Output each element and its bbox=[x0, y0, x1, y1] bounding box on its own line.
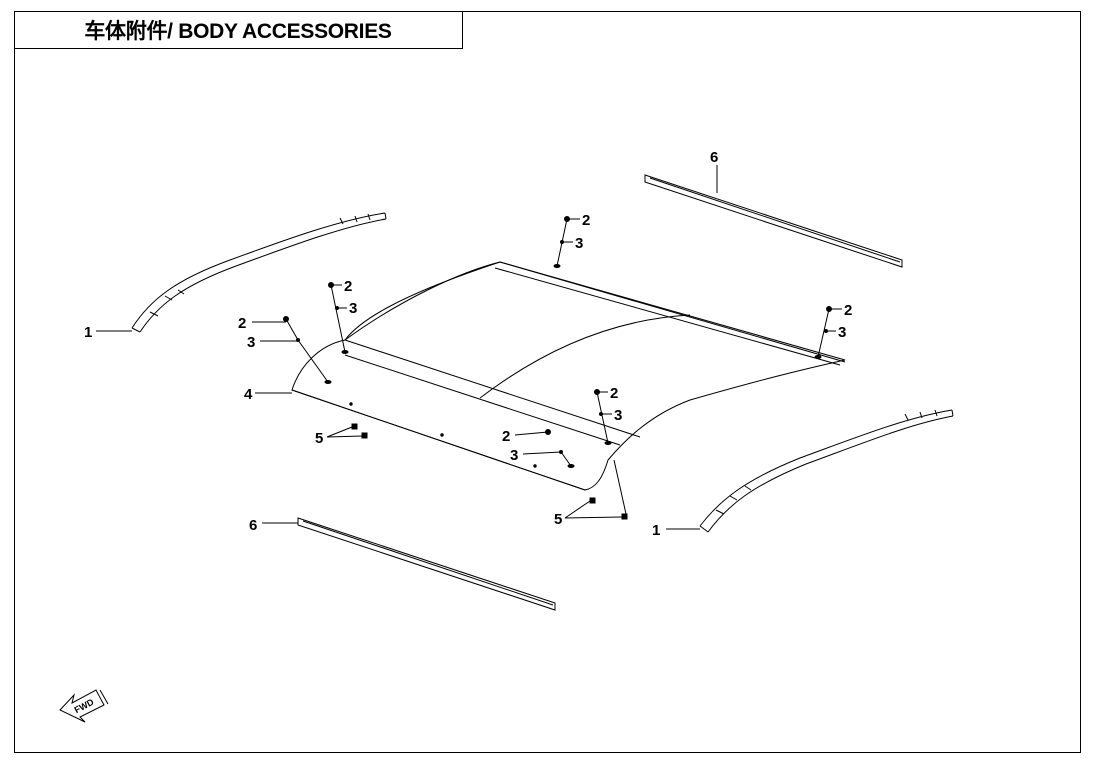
page-title: 车体附件/ BODY ACCESSORIES bbox=[84, 19, 392, 43]
roof-rail-left bbox=[131, 212, 387, 333]
callout-3: 3 bbox=[510, 447, 518, 464]
callout-3: 3 bbox=[838, 324, 846, 341]
leader-lines bbox=[96, 165, 842, 530]
callout-2: 2 bbox=[582, 212, 590, 229]
callout-3: 3 bbox=[575, 235, 583, 252]
callout-2: 2 bbox=[344, 278, 352, 295]
callout-1-left: 1 bbox=[84, 324, 92, 341]
callout-2: 2 bbox=[844, 302, 852, 319]
drawing-frame bbox=[14, 11, 1081, 753]
callout-2: 2 bbox=[238, 315, 246, 332]
callout-3: 3 bbox=[614, 407, 622, 424]
callout-3: 3 bbox=[247, 334, 255, 351]
callout-2: 2 bbox=[610, 385, 618, 402]
roof-rail-right bbox=[699, 409, 954, 533]
callout-5: 5 bbox=[554, 511, 562, 528]
trim-strip-lower bbox=[297, 517, 556, 611]
title-box: 车体附件/ BODY ACCESSORIES bbox=[14, 11, 463, 49]
callout-5: 5 bbox=[315, 430, 323, 447]
callout-2: 2 bbox=[502, 428, 510, 445]
callout-6-upper: 6 bbox=[710, 149, 718, 166]
roof-panel bbox=[291, 261, 846, 491]
trim-strip-upper bbox=[644, 174, 903, 268]
callout-4: 4 bbox=[244, 386, 253, 403]
callout-1-right: 1 bbox=[652, 522, 660, 539]
fwd-arrow-icon bbox=[59, 689, 109, 723]
callout-3: 3 bbox=[349, 300, 357, 317]
callout-6-lower: 6 bbox=[249, 517, 257, 534]
